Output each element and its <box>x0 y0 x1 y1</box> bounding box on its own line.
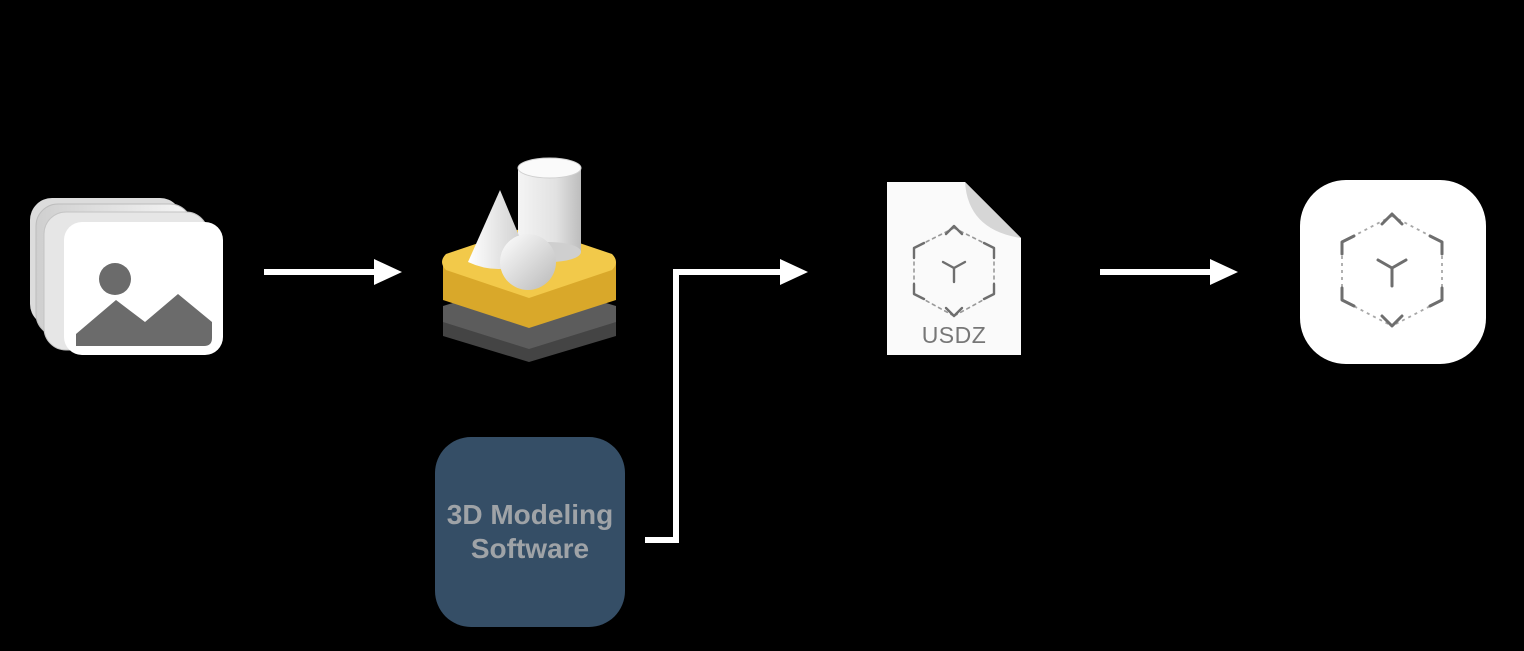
photo-stack-icon <box>30 198 223 355</box>
usdz-document-icon <box>887 182 1021 355</box>
arrow-modeling-to-usdz <box>645 259 808 543</box>
arrow-usdz-to-ar <box>1100 259 1238 285</box>
modeling-software-box: 3D Modeling Software <box>435 437 625 627</box>
object-capture-shapes-icon <box>442 157 616 362</box>
usdz-file-label: USDZ <box>921 322 987 348</box>
ar-cube-app-icon <box>1300 180 1486 364</box>
arrow-photos-to-composer <box>264 259 402 285</box>
modeling-software-label-line2: Software <box>470 533 590 564</box>
modeling-software-label-line1: 3D Modeling <box>446 499 614 530</box>
